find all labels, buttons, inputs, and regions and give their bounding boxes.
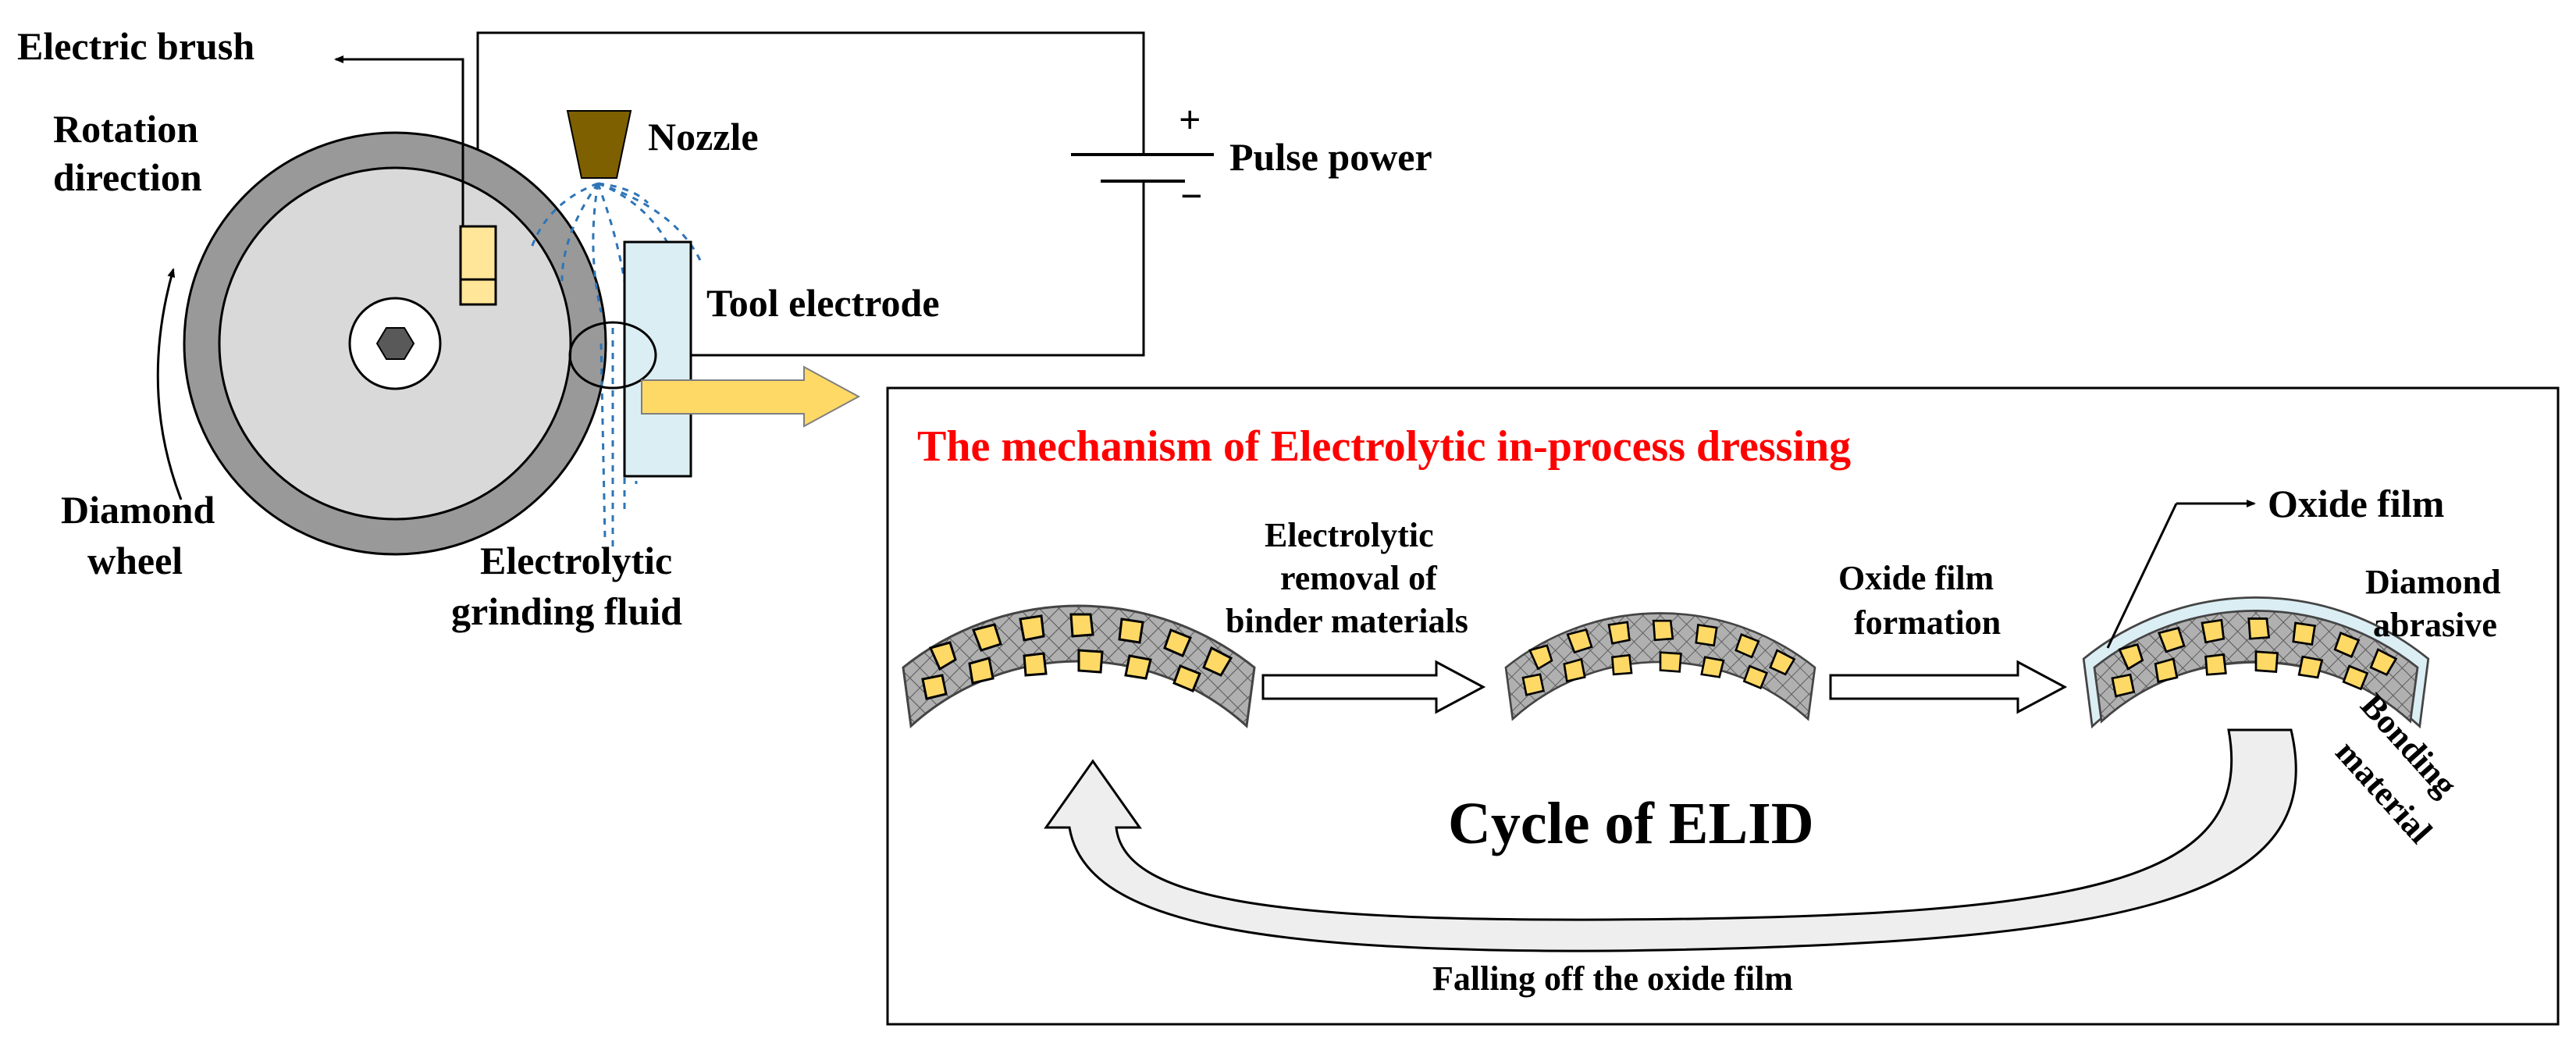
falling-off-label: Falling off the oxide film <box>1432 959 1793 998</box>
process-arrow-1 <box>1261 660 1486 714</box>
step2-label-line2: formation <box>1854 603 2001 642</box>
electric-brush-label: Electric brush <box>17 24 254 68</box>
circuit-wire <box>476 31 1145 226</box>
cycle-label: Cycle of ELID <box>1448 791 1814 856</box>
nozzle-icon <box>566 110 632 179</box>
fluid-label-line2: grinding fluid <box>451 589 682 633</box>
fluid-label-line1: Electrolytic <box>480 539 672 582</box>
step1-label-line3: binder materials <box>1226 602 1468 640</box>
circuit-wire-return <box>691 181 1145 357</box>
diamond-abrasive-label-line2: abrasive <box>2373 606 2497 644</box>
diamond-wheel-label-line1: Diamond <box>61 488 215 532</box>
step1-label-line1: Electrolytic <box>1265 516 1434 554</box>
step1-label-line2: removal of <box>1280 559 1438 597</box>
mechanism-panel: The mechanism of Electrolytic in-process… <box>886 386 2560 1026</box>
diamond-abrasive-label-line1: Diamond <box>2365 563 2501 601</box>
electric-brush <box>459 225 497 306</box>
rotation-arrow <box>156 268 183 500</box>
electric-brush-pointer <box>334 55 464 226</box>
oxide-film-pointer <box>2106 503 2178 649</box>
plus-sign: + <box>1179 98 1201 141</box>
rotation-label-line1: Rotation <box>53 107 198 151</box>
pulse-power-label: Pulse power <box>1229 135 1432 179</box>
big-arrow <box>641 365 861 428</box>
diamond-wheel-label-line2: wheel <box>87 539 183 582</box>
hex-nut-icon <box>375 327 415 360</box>
mechanism-title: The mechanism of Electrolytic in-process… <box>917 422 1851 471</box>
tool-electrode <box>623 240 692 478</box>
oxide-film-label: Oxide film <box>2268 482 2444 525</box>
apparatus: + − Pulse power <box>17 24 1432 633</box>
nozzle-label: Nozzle <box>648 115 759 158</box>
minus-sign: − <box>1180 174 1203 218</box>
wheel-segment-3 <box>2082 596 2430 729</box>
gap-highlight <box>568 321 657 390</box>
step2-label-line1: Oxide film <box>1838 559 1994 597</box>
process-arrow-2 <box>1829 660 2068 714</box>
tool-electrode-label: Tool electrode <box>706 281 940 325</box>
cycle-return-arrow <box>1044 728 2297 952</box>
rotation-label-line2: direction <box>53 155 202 199</box>
